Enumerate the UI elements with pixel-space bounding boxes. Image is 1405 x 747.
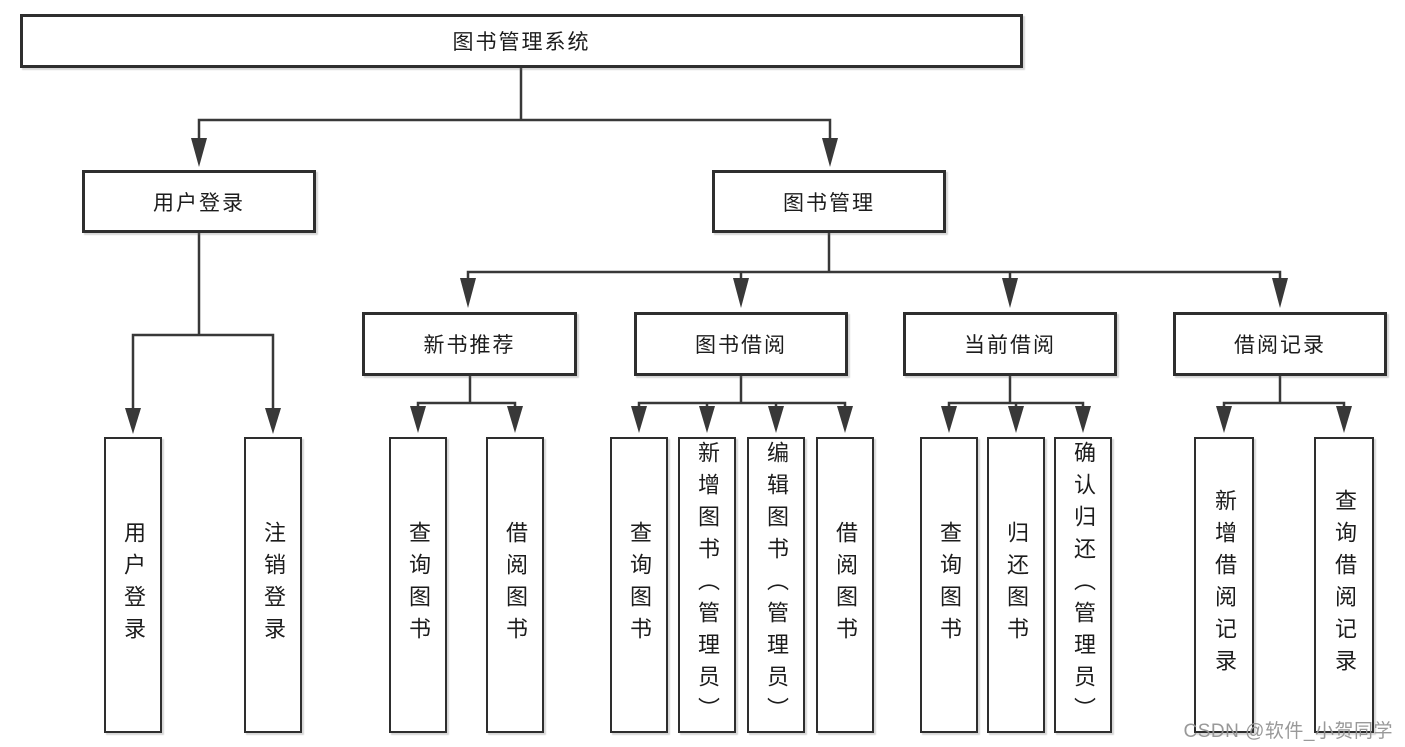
leaf-query-book-recommend-label: 查询图书 [406,521,431,649]
leaf-query-book-current-label: 查询图书 [937,521,962,649]
node-book-management-label: 图书管理 [783,191,875,215]
leaf-add-borrow-record-label: 新增借阅记录 [1212,489,1237,681]
leaf-confirm-return-admin-label: 确认归还（管理员） [1071,441,1096,729]
leaf-edit-book-admin: 编辑图书（管理员） [747,437,805,733]
leaf-query-borrow-record: 查询借阅记录 [1314,437,1374,733]
leaf-borrow-book-recommend: 借阅图书 [486,437,544,733]
node-borrow-records: 借阅记录 [1173,312,1387,376]
leaf-user-login: 用户登录 [104,437,162,733]
node-book-management: 图书管理 [712,170,946,233]
leaf-query-borrow-record-label: 查询借阅记录 [1332,489,1357,681]
node-current-borrow: 当前借阅 [903,312,1117,376]
leaf-logout-label: 注销登录 [261,521,286,649]
node-book-borrow-label: 图书借阅 [695,334,787,357]
leaf-add-book-admin-label: 新增图书（管理员） [695,441,720,729]
leaf-query-book-recommend: 查询图书 [389,437,447,733]
leaf-borrow-book-label: 借阅图书 [833,521,858,649]
node-borrow-records-label: 借阅记录 [1234,334,1326,357]
arrowheads [125,138,1352,434]
node-root-label: 图书管理系统 [452,31,591,54]
leaf-query-book-borrow: 查询图书 [610,437,668,733]
leaf-borrow-book: 借阅图书 [816,437,874,733]
leaf-add-book-admin: 新增图书（管理员） [678,437,736,733]
leaf-confirm-return-admin: 确认归还（管理员） [1054,437,1112,733]
leaf-query-book-current: 查询图书 [920,437,978,733]
node-root: 图书管理系统 [20,14,1023,68]
leaf-return-book-label: 归还图书 [1004,521,1029,649]
leaf-query-book-borrow-label: 查询图书 [627,521,652,649]
node-user-login: 用户登录 [82,170,316,233]
leaf-borrow-book-recommend-label: 借阅图书 [503,521,528,649]
csdn-watermark: CSDN @软件_小贺同学 [1183,721,1393,742]
node-user-login-label: 用户登录 [153,191,245,215]
node-new-book-recommend: 新书推荐 [362,312,577,376]
leaf-user-login-label: 用户登录 [121,521,146,649]
leaf-logout: 注销登录 [244,437,302,733]
node-book-borrow: 图书借阅 [634,312,848,376]
leaf-add-borrow-record: 新增借阅记录 [1194,437,1254,733]
leaf-edit-book-admin-label: 编辑图书（管理员） [764,441,789,729]
node-new-book-recommend-label: 新书推荐 [423,334,516,357]
leaf-return-book: 归还图书 [987,437,1045,733]
node-current-borrow-label: 当前借阅 [964,334,1056,357]
